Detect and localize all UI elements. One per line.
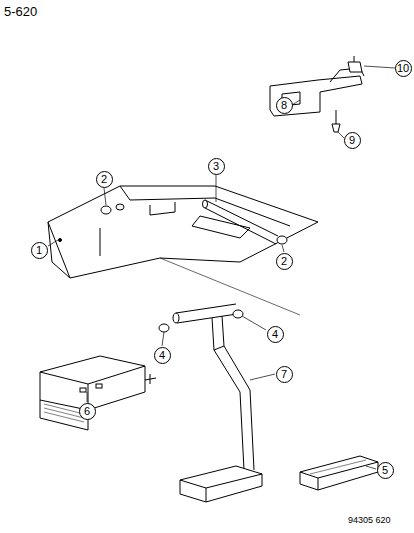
callout-circle: 8 bbox=[276, 97, 293, 114]
callout-number: 9 bbox=[349, 135, 355, 146]
callout-circle: 10 bbox=[395, 60, 412, 77]
figure-number: 94305 620 bbox=[348, 515, 391, 525]
callout-number: 4 bbox=[272, 329, 278, 340]
callout-number: 6 bbox=[84, 406, 90, 417]
callout-circle: 7 bbox=[276, 366, 293, 383]
callout-circle: 6 bbox=[79, 403, 96, 420]
callout-circle: 4 bbox=[154, 347, 171, 364]
callout-number: 3 bbox=[213, 161, 219, 172]
callout-number: 8 bbox=[281, 100, 287, 111]
callout-number: 2 bbox=[281, 256, 287, 267]
callout-circle: 1 bbox=[31, 242, 48, 259]
callout-number: 2 bbox=[101, 174, 107, 185]
callout-circle: 2 bbox=[96, 171, 113, 188]
callout-circle: 2 bbox=[276, 253, 293, 270]
callout-number: 4 bbox=[159, 350, 165, 361]
callout-circle: 5 bbox=[377, 462, 394, 479]
callout-circle: 9 bbox=[344, 132, 361, 149]
callout-number: 10 bbox=[397, 63, 409, 74]
callout-circle: 4 bbox=[267, 326, 284, 343]
callout-number: 7 bbox=[281, 369, 287, 380]
page-number: 5-620 bbox=[4, 4, 37, 19]
callout-circle: 3 bbox=[208, 158, 225, 175]
callout-number: 5 bbox=[382, 465, 388, 476]
callout-number: 1 bbox=[36, 245, 42, 256]
